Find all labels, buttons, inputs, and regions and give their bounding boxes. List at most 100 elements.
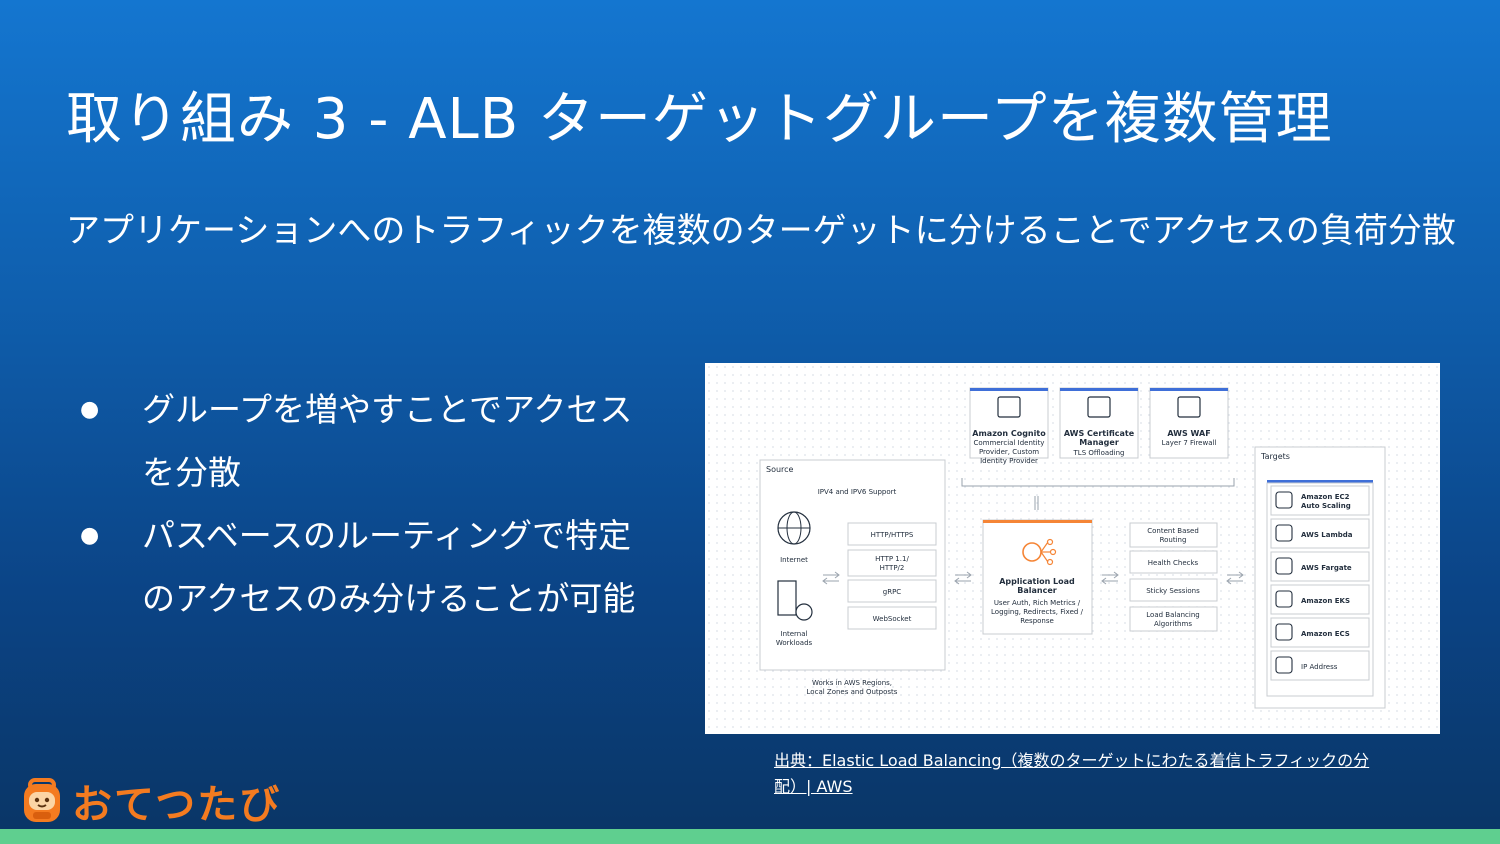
slide-title: 取り組み 3 - ALB ターゲットグループを複数管理	[66, 87, 1333, 152]
alb-title: Application Load	[999, 577, 1075, 586]
feature-label: Content Based	[1147, 527, 1199, 535]
diagram-label: AWS WAF	[1167, 429, 1210, 438]
lb-branch	[1040, 551, 1049, 563]
lb-node	[1046, 558, 1054, 566]
targets-arrows	[1226, 571, 1244, 585]
alb-desc: Logging, Redirects, Fixed /	[991, 608, 1084, 616]
logo: おてつたび	[20, 776, 281, 828]
waf-icon	[1177, 396, 1201, 418]
alb-right-arrows	[1101, 571, 1119, 585]
target-label: IP Address	[1301, 663, 1338, 671]
certificate-icon	[1087, 396, 1111, 418]
source-footer: Local Zones and Outposts	[807, 688, 898, 696]
diagram-label: TLS Offloading	[1073, 449, 1125, 457]
target-item	[1270, 584, 1370, 615]
target-item	[1270, 617, 1370, 648]
arrow-left	[1101, 577, 1118, 585]
protocol-label: HTTP/2	[880, 564, 905, 572]
protocol-label: gRPC	[883, 588, 902, 596]
slide-subtitle: アプリケーションへのトラフィックを複数のターゲットに分けることでアクセスの負荷分…	[66, 211, 1456, 251]
diagram-label: Manager	[1079, 438, 1119, 447]
alb-desc: Response	[1020, 617, 1054, 625]
bullet-item: ● グループを増やすことでアクセス を分散	[80, 378, 680, 504]
feature-box	[1129, 606, 1218, 632]
feature-box	[1129, 578, 1218, 602]
feature-label: Load Balancing	[1146, 611, 1199, 619]
source-citation-link[interactable]: 出典：Elastic Load Balancing（複数のターゲットにわたる着信…	[774, 748, 1394, 800]
service-card-accent	[1150, 388, 1228, 391]
arrow-right	[1227, 571, 1244, 579]
lb-node	[1046, 538, 1054, 546]
target-label: Amazon ECS	[1301, 630, 1350, 638]
alb-card	[982, 519, 1093, 635]
bullet-item: ● パスベースのルーティングで特定 のアクセスのみ分けることが可能	[80, 504, 680, 630]
bullet-line: グループを増やすことでアクセス	[142, 390, 633, 429]
backpack-mascot-icon	[24, 778, 60, 822]
targets-list	[1266, 482, 1374, 697]
protocol-label: HTTP/HTTPS	[871, 531, 914, 539]
bullet-marker: ●	[80, 523, 100, 548]
source-footer: Works in AWS Regions,	[812, 679, 892, 687]
arrow-left	[822, 577, 839, 585]
arrow-left	[1226, 577, 1243, 585]
internet-label: Internet	[780, 556, 808, 564]
targets-title: Targets	[1260, 452, 1290, 461]
ec2-icon	[1275, 491, 1293, 509]
diagram-label: Provider, Custom	[979, 448, 1039, 456]
target-item	[1270, 485, 1370, 516]
fargate-icon	[1275, 557, 1293, 575]
protocol-label: HTTP 1.1/	[875, 555, 909, 563]
feature-box	[1129, 522, 1218, 548]
arrow-right	[1102, 571, 1119, 579]
lambda-icon	[1275, 524, 1293, 542]
bottom-accent-bar	[0, 829, 1500, 844]
feature-label: Sticky Sessions	[1146, 587, 1200, 595]
internal-label: Internal	[781, 630, 808, 638]
diagram-label: Amazon Cognito	[972, 429, 1046, 438]
server-icon	[777, 580, 797, 616]
lb-node	[1049, 548, 1057, 556]
caption-line-1[interactable]: 出典：Elastic Load Balancing（複数のターゲットにわたる着信…	[774, 751, 1370, 770]
feature-label: Algorithms	[1154, 620, 1192, 628]
source-support: IPV4 and IPV6 Support	[818, 488, 897, 496]
alb-card-accent	[983, 520, 1092, 523]
diagram-label: AWS Certificate	[1064, 429, 1135, 438]
target-item	[1270, 650, 1370, 681]
feature-label: Routing	[1160, 536, 1187, 544]
service-card-accent	[970, 388, 1048, 391]
service-card	[1059, 387, 1139, 459]
targets-accent	[1267, 480, 1373, 483]
target-item	[1270, 518, 1370, 549]
lb-branch	[1040, 541, 1049, 553]
services-connector	[1034, 496, 1039, 510]
caption-line-2[interactable]: 配）| AWS	[774, 777, 853, 796]
alb-left-arrows	[954, 571, 972, 585]
ecs-icon	[1275, 623, 1293, 641]
eks-icon	[1275, 590, 1293, 608]
arrow-right	[955, 571, 972, 579]
cognito-icon	[997, 396, 1021, 418]
internal-label: Workloads	[776, 639, 813, 647]
protocol-box	[847, 522, 937, 546]
bullet-list: ● グループを増やすことでアクセス を分散 ● パスベースのルーティングで特定 …	[80, 378, 680, 630]
feature-label: Health Checks	[1148, 559, 1199, 567]
service-card-accent	[1060, 388, 1138, 391]
services-bracket	[961, 478, 1235, 487]
protocol-box	[847, 606, 937, 630]
bullet-line: パスベースのルーティングで特定	[142, 516, 632, 555]
bullet-line: を分散	[142, 453, 241, 492]
source-title: Source	[766, 465, 794, 474]
target-label: Auto Scaling	[1301, 502, 1351, 510]
feature-box	[1129, 550, 1218, 574]
diagram-label: Commercial Identity	[974, 439, 1045, 447]
service-card	[969, 387, 1049, 459]
alb-title: Balancer	[1017, 586, 1057, 595]
source-arrows	[822, 571, 840, 585]
protocol-box	[847, 579, 937, 603]
diagram-label: Identity Provider	[980, 457, 1038, 465]
target-label: Amazon EKS	[1301, 597, 1350, 605]
target-label: AWS Fargate	[1301, 564, 1352, 572]
gear-icon	[795, 603, 813, 621]
target-item	[1270, 551, 1370, 582]
